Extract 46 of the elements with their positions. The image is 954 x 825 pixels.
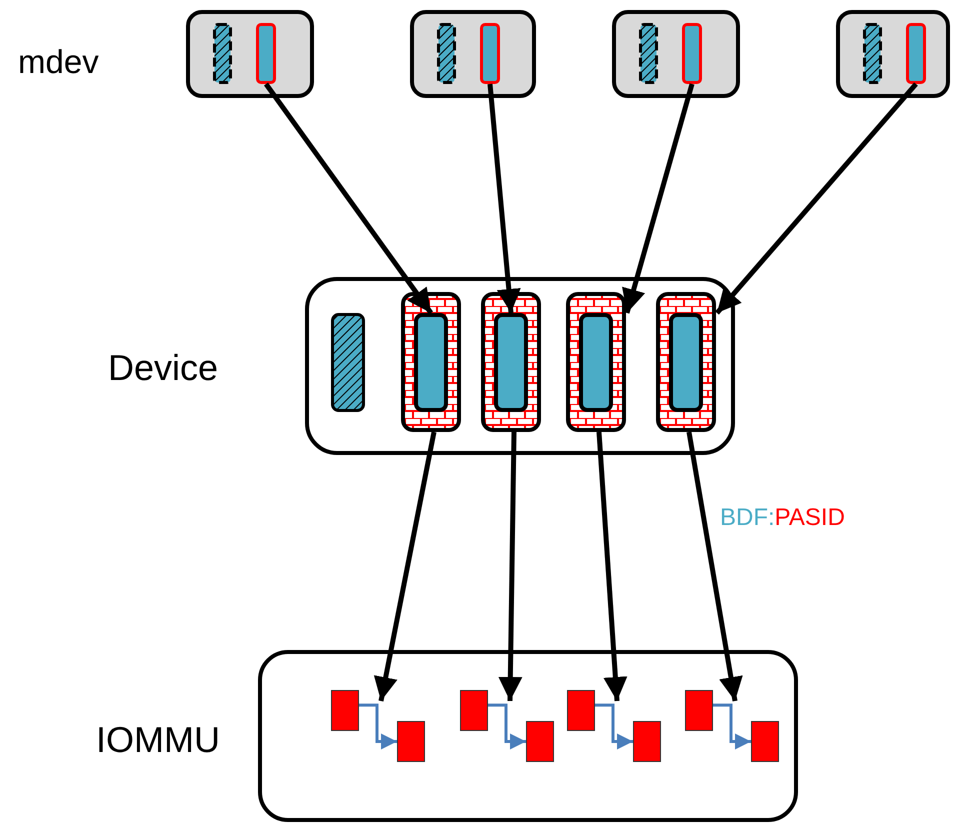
mdev-box (836, 10, 950, 98)
id-label: BDF: (720, 506, 775, 530)
hatched-bar (331, 313, 365, 412)
table-block (567, 690, 595, 731)
hatched-bar (213, 23, 232, 84)
table-block (526, 721, 554, 762)
table-block (633, 721, 661, 762)
row-label: IOMMU (96, 722, 220, 758)
arrow (359, 704, 397, 750)
brick-frame (481, 292, 541, 432)
brick-frame (566, 292, 626, 432)
arrow (686, 432, 743, 702)
bar (669, 313, 703, 412)
arrow (488, 704, 526, 750)
device-box (305, 277, 735, 455)
brick-frame (656, 292, 716, 432)
hatched-bar (863, 23, 882, 84)
id-label: PASID (774, 506, 845, 530)
bar (494, 313, 528, 412)
hatched-bar (639, 23, 658, 84)
mdev-box (186, 10, 314, 98)
arrow (374, 432, 436, 702)
brick-frame (401, 292, 461, 432)
mdev-box (410, 10, 536, 98)
bar (480, 23, 500, 84)
arrow (596, 432, 628, 702)
table-block (685, 690, 713, 731)
arrow (622, 83, 694, 314)
table-block (397, 721, 425, 762)
bar (906, 23, 926, 84)
bar (414, 313, 448, 412)
table-block (460, 690, 488, 731)
arrow (264, 82, 434, 314)
table-block (331, 690, 359, 731)
bar (682, 23, 702, 84)
arrow (595, 704, 633, 750)
row-label: mdev (18, 45, 99, 78)
bar (579, 313, 613, 412)
row-label: Device (108, 350, 218, 386)
table-block (751, 721, 779, 762)
arrow (713, 704, 751, 750)
mdev-box (612, 10, 740, 98)
hatched-bar (437, 23, 456, 84)
arrow (498, 432, 522, 702)
bar (256, 23, 276, 84)
iommu-box (258, 650, 798, 822)
